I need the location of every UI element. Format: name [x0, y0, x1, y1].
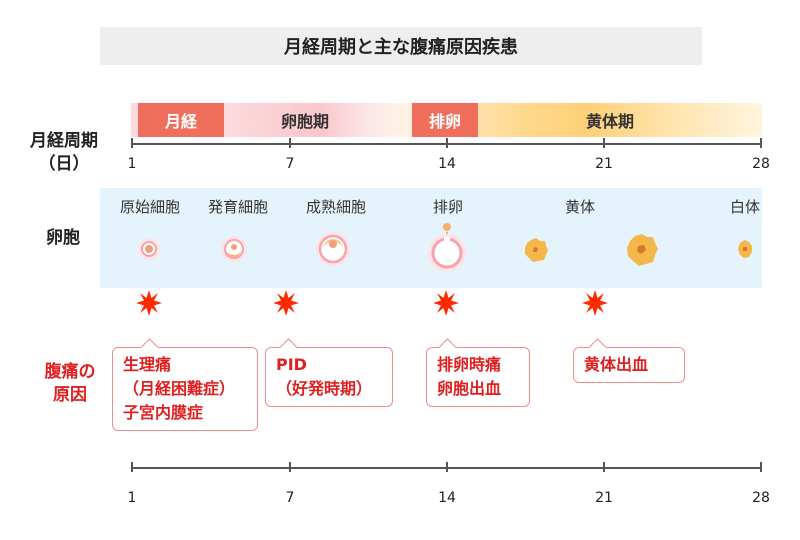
cause-row-label-line2: 原因 — [53, 385, 87, 405]
cause-row-label-line1: 腹痛の — [44, 362, 96, 382]
stage-ovulation-label: 排卵 — [432, 198, 463, 216]
callout-line: 卵胞出血 — [437, 379, 502, 398]
top-axis-tick-label: 1 — [127, 156, 137, 172]
cycle-unit: （日） — [38, 154, 90, 174]
callout-menstrual-pain: 生理痛 （月経困難症） 子宮内膜症 — [112, 338, 258, 431]
top-axis-tick-label: 21 — [595, 156, 613, 172]
corpus-albicans-icon — [738, 240, 752, 258]
developing-follicle-icon — [221, 236, 247, 262]
top-axis-tick — [131, 138, 133, 148]
callout-line: 生理痛 — [123, 355, 172, 374]
pain-burst-icon — [136, 290, 162, 316]
bottom-axis-tick — [603, 462, 605, 472]
callout-line: （月経困難症） — [123, 379, 236, 398]
bottom-axis-tick-label: 14 — [438, 490, 456, 506]
bottom-axis-tick — [760, 462, 762, 472]
stage-corpus-albicans-label: 白体 — [729, 198, 760, 216]
stage-primordial-label: 原始細胞 — [119, 198, 180, 216]
callout-line: 子宮内膜症 — [123, 403, 204, 422]
callout-line: 黄体出血 — [584, 355, 649, 374]
top-axis-tick — [760, 138, 762, 148]
callout-line: 排卵時痛 — [437, 355, 502, 374]
stage-mature-label: 成熟細胞 — [305, 198, 366, 216]
stage-corpus-luteum-label: 黄体 — [564, 198, 595, 216]
diagram-title: 月経周期と主な腹痛原因疾患 — [100, 27, 702, 65]
callout-pid: PID （好発時期） — [265, 338, 393, 407]
callout-ovulation-pain: 排卵時痛 卵胞出血 — [426, 338, 530, 407]
bottom-axis-tick-label: 28 — [752, 490, 770, 506]
callout-line: PID — [276, 355, 307, 374]
corpus-luteum-icon — [627, 234, 658, 266]
top-axis-tick-label: 14 — [438, 156, 456, 172]
phase-luteal: 黄体期 — [585, 112, 634, 131]
top-axis-tick — [446, 138, 448, 148]
bottom-axis-tick-label: 1 — [127, 490, 137, 506]
primordial-follicle-icon — [138, 238, 160, 260]
phase-follicular: 卵胞期 — [280, 112, 329, 131]
top-axis-tick-label: 7 — [285, 156, 295, 172]
bottom-axis-tick — [289, 462, 291, 472]
phase-ovulation: 排卵 — [412, 103, 478, 137]
phase-menstruation: 月経 — [138, 103, 224, 137]
callout-line: （好発時期） — [276, 379, 373, 398]
pain-burst-icon — [273, 290, 299, 316]
top-axis-tick — [289, 138, 291, 148]
bottom-axis-tick — [446, 462, 448, 472]
cycle-label: 月経周期 — [30, 131, 98, 151]
bottom-axis-tick — [131, 462, 133, 472]
small-corpus-luteum-icon — [525, 238, 548, 262]
top-axis-tick — [603, 138, 605, 148]
follicle-row-label: 卵胞 — [46, 228, 80, 248]
pain-burst-icon — [433, 290, 459, 316]
callout-luteal-bleeding: 黄体出血 — [573, 338, 685, 383]
pain-burst-icon — [582, 290, 608, 316]
bottom-axis-tick-label: 7 — [285, 490, 295, 506]
top-axis-tick-label: 28 — [752, 156, 770, 172]
mature-follicle-icon — [316, 232, 350, 266]
bottom-axis-tick-label: 21 — [595, 490, 613, 506]
ovulation-follicle-icon — [428, 223, 466, 272]
stage-developing-label: 発育細胞 — [207, 198, 268, 216]
